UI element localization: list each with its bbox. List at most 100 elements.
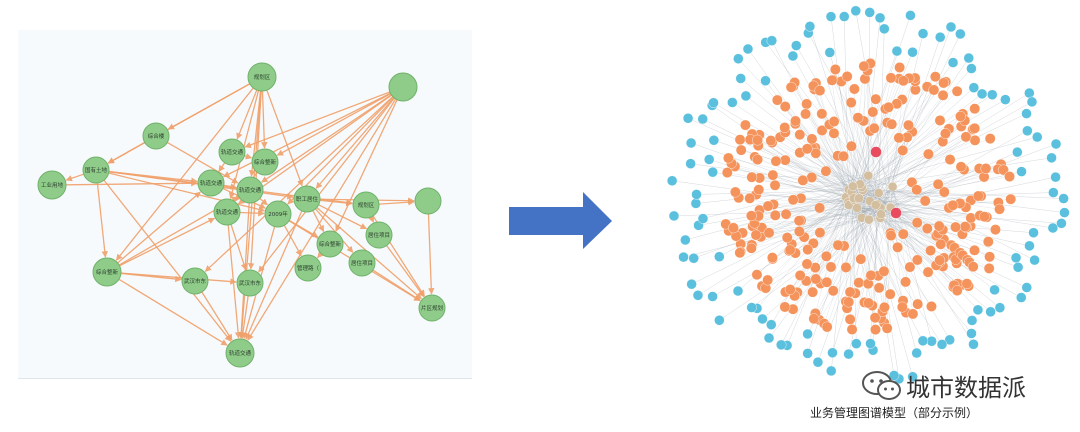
right-graph-mid-node[interactable]	[878, 265, 890, 277]
right-graph-mid-node[interactable]	[990, 224, 1001, 236]
right-graph-outer-node[interactable]	[850, 5, 861, 17]
right-graph-mid-node[interactable]	[868, 122, 880, 134]
right-graph-outer-node[interactable]	[763, 332, 775, 344]
right-graph-mid-node[interactable]	[929, 71, 941, 83]
right-graph-highlight-node[interactable]	[870, 146, 882, 158]
right-graph-outer-node[interactable]	[966, 328, 977, 339]
right-graph-outer-node[interactable]	[968, 339, 979, 350]
right-graph-outer-node[interactable]	[1028, 227, 1039, 238]
left-graph-node-n13[interactable]	[213, 198, 241, 226]
right-graph-outer-node[interactable]	[1029, 254, 1040, 266]
right-graph-outer-node[interactable]	[1050, 171, 1061, 183]
right-graph-mid-node[interactable]	[852, 112, 864, 124]
left-graph-node-n2[interactable]	[388, 72, 418, 102]
right-graph-outer-node[interactable]	[963, 52, 974, 64]
right-graph-mid-node[interactable]	[828, 127, 840, 139]
right-graph-outer-node[interactable]	[742, 43, 754, 55]
right-graph-outer-node[interactable]	[917, 335, 929, 346]
right-graph-mid-node[interactable]	[935, 238, 947, 250]
right-graph-mid-node[interactable]	[814, 227, 826, 239]
right-graph-mid-node[interactable]	[960, 131, 972, 143]
right-graph-mid-node[interactable]	[885, 230, 897, 241]
right-graph-outer-node[interactable]	[692, 290, 704, 301]
right-graph-mid-node[interactable]	[955, 161, 967, 173]
right-graph-mid-node[interactable]	[994, 203, 1005, 215]
right-graph-mid-node[interactable]	[780, 208, 792, 220]
right-graph-outer-node[interactable]	[760, 75, 771, 86]
right-graph-outer-node[interactable]	[735, 73, 746, 84]
right-graph-mid-node[interactable]	[793, 215, 805, 227]
right-graph-outer-node[interactable]	[1056, 218, 1067, 229]
right-graph-mid-node[interactable]	[932, 178, 944, 190]
right-graph-mid-node[interactable]	[766, 252, 778, 264]
right-graph-outer-node[interactable]	[733, 53, 744, 64]
right-graph-outer-node[interactable]	[985, 306, 996, 317]
right-graph-mid-node[interactable]	[984, 133, 996, 145]
right-graph-mid-node[interactable]	[926, 301, 937, 312]
right-graph-outer-node[interactable]	[697, 213, 709, 224]
right-graph-outer-node[interactable]	[714, 315, 725, 326]
right-graph-mid-node[interactable]	[827, 285, 839, 297]
right-graph-mid-node[interactable]	[784, 284, 796, 295]
right-graph-outer-node[interactable]	[936, 339, 948, 350]
right-graph-mid-node[interactable]	[853, 277, 865, 289]
right-graph-mid-node[interactable]	[767, 169, 779, 181]
right-graph-mid-node[interactable]	[845, 97, 857, 108]
right-graph-outer-node[interactable]	[911, 347, 922, 359]
right-graph-mid-node[interactable]	[937, 89, 949, 101]
right-graph-outer-node[interactable]	[874, 12, 886, 24]
right-graph-mid-node[interactable]	[894, 62, 906, 73]
left-graph-node-n16[interactable]	[316, 230, 344, 258]
right-graph-mid-node[interactable]	[794, 270, 806, 281]
left-graph-node-n22[interactable]	[418, 294, 446, 322]
right-graph-mid-node[interactable]	[934, 254, 946, 266]
right-graph-mid-node[interactable]	[969, 103, 981, 115]
right-graph-core-node[interactable]	[852, 203, 862, 213]
right-graph-outer-node[interactable]	[787, 50, 799, 62]
right-graph-core-node[interactable]	[870, 200, 881, 210]
right-graph-mid-node[interactable]	[919, 195, 931, 207]
right-graph-mid-node[interactable]	[961, 278, 973, 290]
right-graph-mid-node[interactable]	[801, 258, 813, 270]
right-graph-mid-node[interactable]	[841, 71, 853, 82]
right-graph-mid-node[interactable]	[735, 144, 747, 156]
right-graph-mid-node[interactable]	[821, 276, 833, 288]
right-graph-outer-node[interactable]	[917, 28, 929, 39]
right-graph-outer-node[interactable]	[678, 251, 689, 263]
right-graph-mid-node[interactable]	[771, 94, 783, 106]
right-graph-mid-node[interactable]	[934, 115, 946, 126]
right-graph-outer-node[interactable]	[1024, 240, 1035, 252]
right-graph-outer-node[interactable]	[1032, 131, 1043, 143]
right-graph-highlight-node[interactable]	[890, 207, 902, 219]
right-graph-outer-node[interactable]	[966, 63, 977, 74]
right-graph-mid-node[interactable]	[763, 227, 775, 239]
right-graph-mid-node[interactable]	[779, 101, 791, 112]
right-graph-mid-node[interactable]	[907, 308, 919, 320]
right-graph-mid-node[interactable]	[950, 221, 961, 233]
right-graph-outer-node[interactable]	[708, 135, 720, 146]
right-graph-outer-node[interactable]	[843, 348, 854, 360]
right-graph-outer-node[interactable]	[1000, 94, 1011, 105]
right-graph-outer-node[interactable]	[707, 166, 718, 178]
right-graph-mid-node[interactable]	[744, 192, 756, 204]
right-graph-outer-node[interactable]	[1046, 152, 1057, 164]
right-graph-mid-node[interactable]	[752, 134, 763, 146]
right-graph-mid-node[interactable]	[746, 210, 757, 222]
right-graph-outer-node[interactable]	[947, 57, 959, 68]
right-graph-core-node[interactable]	[876, 209, 886, 220]
right-graph-outer-node[interactable]	[1026, 96, 1038, 108]
right-graph-mid-node[interactable]	[897, 228, 909, 240]
right-graph-outer-node[interactable]	[1059, 207, 1070, 218]
right-graph-mid-node[interactable]	[879, 301, 890, 313]
right-graph-mid-node[interactable]	[721, 167, 733, 178]
right-graph-mid-node[interactable]	[734, 134, 746, 146]
right-graph-mid-node[interactable]	[947, 199, 959, 211]
right-graph-mid-node[interactable]	[765, 135, 777, 146]
right-graph-mid-node[interactable]	[797, 174, 809, 186]
right-graph-outer-node[interactable]	[668, 210, 680, 222]
right-graph-outer-node[interactable]	[757, 313, 768, 325]
left-graph-node-n12[interactable]	[414, 187, 442, 215]
right-graph-mid-node[interactable]	[787, 194, 799, 206]
right-graph-outer-node[interactable]	[707, 291, 718, 302]
right-graph-outer-node[interactable]	[791, 40, 802, 51]
